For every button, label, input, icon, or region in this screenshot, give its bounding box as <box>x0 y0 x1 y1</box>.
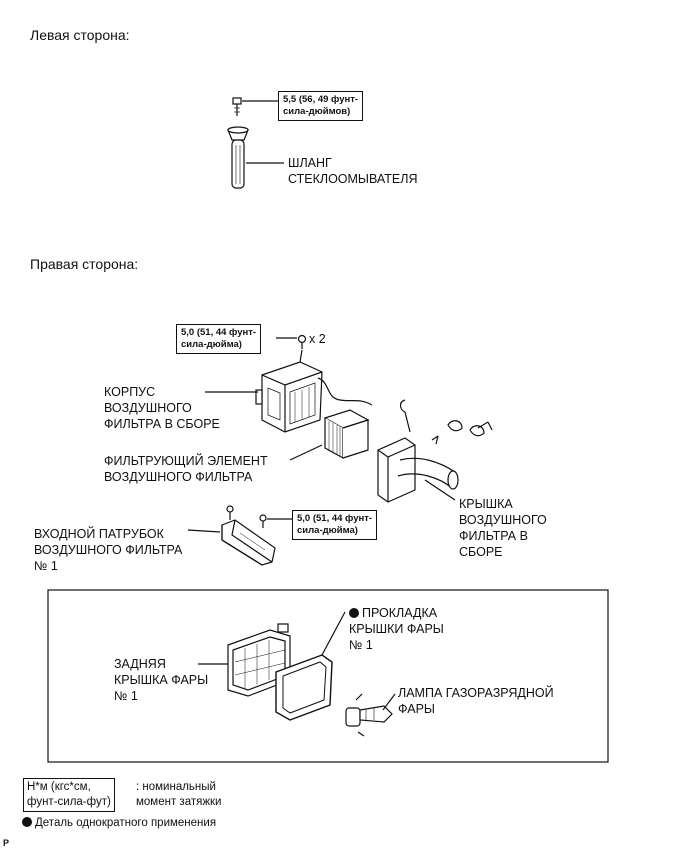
right-side-title: Правая сторона: <box>30 256 139 272</box>
inlet-duct-label: ВХОДНОЙ ПАТРУБОК ВОЗДУШНОГО ФИЛЬТРА № 1 <box>34 527 183 573</box>
bolt-count: x 2 <box>309 332 326 346</box>
filter-element-label: ФИЛЬТРУЮЩИЙ ЭЛЕМЕНТ ВОЗДУШНОГО ФИЛЬТРА <box>104 454 268 484</box>
non-reusable-icon <box>349 608 359 618</box>
legend-non-reusable-text: Деталь однократного применения <box>35 817 217 829</box>
leader-filter-element <box>289 444 323 461</box>
cover-gasket-label: ПРОКЛАДКА КРЫШКИ ФАРЫ № 1 <box>349 605 444 653</box>
leader-inlet-duct <box>187 529 221 533</box>
filter-cover-label: КРЫШКА ВОЗДУШНОГО ФИЛЬТРА В СБОРЕ <box>459 497 547 559</box>
legend-units-desc: : номинальный момент затяжки <box>136 781 222 808</box>
filter-element-icon <box>323 409 370 460</box>
discharge-lamp-label: ЛАМПА ГАЗОРАЗРЯДНОЙ ФАРЫ <box>398 686 554 716</box>
footer-code: P <box>3 838 10 848</box>
inlet-duct-icon <box>221 519 276 566</box>
leader-discharge-lamp <box>382 693 396 711</box>
legend-units-text: Н*м (кгс*см, фунт-сила-фут) <box>27 781 111 808</box>
cover-gasket-text: ПРОКЛАДКА КРЫШКИ ФАРЫ № 1 <box>349 606 444 652</box>
legend-units-box: Н*м (кгс*см, фунт-сила-фут) <box>23 778 115 812</box>
leader-filter-cover <box>424 479 456 501</box>
left-side-title: Левая сторона: <box>30 27 130 43</box>
filter-housing-label: КОРПУС ВОЗДУШНОГО ФИЛЬТРА В СБОРЕ <box>104 385 220 431</box>
headlight-section-frame <box>47 589 609 763</box>
legend-non-reusable: Деталь однократного применения <box>22 816 216 831</box>
rear-cover-label: ЗАДНЯЯ КРЫШКА ФАРЫ № 1 <box>114 657 209 703</box>
discharge-lamp-icon <box>345 693 393 737</box>
torque-spec-left-hose: 5,5 (56, 49 фунт- сила-дюймов) <box>278 91 364 121</box>
clamp-icon <box>431 420 493 445</box>
filter-cover-icon <box>377 399 459 503</box>
washer-hose-icon <box>227 126 249 189</box>
filter-housing-icon <box>255 349 373 433</box>
washer-hose-label: ШЛАНГ СТЕКЛООМЫВАТЕЛЯ <box>288 156 418 186</box>
rear-cover-icon <box>227 623 291 697</box>
torque-spec-inlet: 5,0 (51, 44 фунт- сила-дюйма) <box>292 510 378 540</box>
non-reusable-legend-icon <box>22 817 32 827</box>
torque-spec-housing: 5,0 (51, 44 фунт- сила-дюйма) <box>176 324 262 354</box>
inlet-bolt-icon <box>226 505 267 528</box>
leader-cover-gasket <box>321 611 346 656</box>
left-bolt-icon <box>232 97 242 116</box>
housing-bolt-icon <box>297 334 307 349</box>
